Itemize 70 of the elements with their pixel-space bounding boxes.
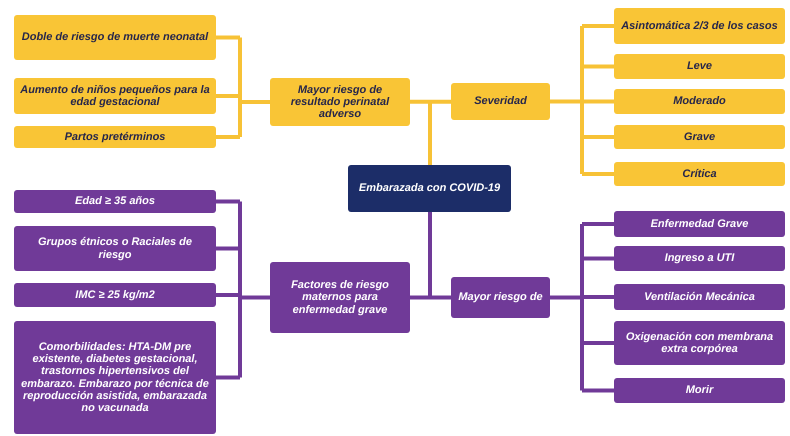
text-box <box>14 15 216 60</box>
text-box <box>14 226 216 271</box>
text-box <box>14 126 216 148</box>
box-label: Comorbilidades: HTA-DM pre existente, diabetes gestacional, trastornos hipertensivos del embarazo. Embarazo por técnica de reproducción asistida, embarazada no vacunada <box>20 340 210 414</box>
text-box <box>14 321 216 434</box>
box-label: Mayor riesgo de resultado perinatal adverso <box>290 84 390 120</box>
box-label: Severidad <box>474 95 527 108</box>
text-box <box>614 8 785 44</box>
box-label: Ventilación Mecánica <box>644 290 755 304</box>
box-label: Enfermedad Grave <box>650 218 748 230</box>
box-label: IMC ≥ 25 kg/m2 <box>75 288 155 302</box>
connector-line <box>216 200 240 204</box>
text-box <box>614 321 785 365</box>
connector-line <box>430 100 451 104</box>
text-box <box>614 246 785 271</box>
box-label: Leve <box>686 60 712 73</box>
box-label: Crítica <box>682 168 717 180</box>
text-box <box>614 125 785 149</box>
box-label: Morir <box>686 384 714 397</box>
connector-line <box>238 200 272 380</box>
box-label: Doble de riesgo de muerte neonatal <box>22 31 208 44</box>
box-label: Partos pretérminos <box>64 130 166 144</box>
box-label: Grave <box>684 130 716 144</box>
connector-line <box>216 94 240 98</box>
connector-line <box>430 296 451 300</box>
connector-line <box>582 388 614 392</box>
box-label: Oxigenación con membrana extra corpórea <box>624 330 774 356</box>
box-label: Ingreso a UTI <box>664 252 734 265</box>
text-box <box>451 83 550 120</box>
text-box <box>14 190 216 213</box>
box-label: Aumento de niños pequeños para la edad gestacional <box>20 84 210 108</box>
text-box <box>614 89 785 114</box>
text-box <box>614 378 785 403</box>
connector-line <box>582 24 614 28</box>
text-box <box>614 162 785 186</box>
text-box <box>270 78 410 126</box>
text-box <box>614 211 785 237</box>
box-label: Asintomática 2/3 de los casos <box>621 20 778 32</box>
text-box <box>614 54 785 79</box>
box-label: Factores de riesgo maternos para enfermedad grave <box>290 279 390 316</box>
connector-line <box>428 212 432 298</box>
text-box <box>614 284 785 310</box>
text-box <box>270 262 410 333</box>
connector-line <box>582 256 614 260</box>
connector-line <box>582 135 614 139</box>
connector-line <box>582 341 614 345</box>
connector-line <box>582 100 614 104</box>
connector-line <box>582 172 614 176</box>
text-box <box>451 277 550 318</box>
connector-line <box>582 295 614 299</box>
connector-line <box>238 36 272 139</box>
connector-line <box>548 222 584 392</box>
box-label: Moderado <box>673 95 726 108</box>
box-label: Edad ≥ 35 años <box>74 195 155 208</box>
text-box <box>14 283 216 307</box>
text-box <box>348 165 511 212</box>
connector-line <box>548 24 584 176</box>
connector-line <box>216 293 240 297</box>
connector-line <box>410 100 430 104</box>
connector-line <box>216 246 240 250</box>
connector-line <box>216 36 240 40</box>
box-label: Grupos étnicos o Raciales de riesgo <box>36 236 194 261</box>
box-label: Mayor riesgo de <box>458 291 543 304</box>
connector-line <box>582 64 614 68</box>
connector-line <box>410 296 430 300</box>
connector-line <box>216 135 240 139</box>
connector-line <box>428 102 432 165</box>
box-label: Embarazada con COVID-19 <box>358 182 500 195</box>
connector-line <box>582 222 614 226</box>
text-box <box>14 78 216 114</box>
